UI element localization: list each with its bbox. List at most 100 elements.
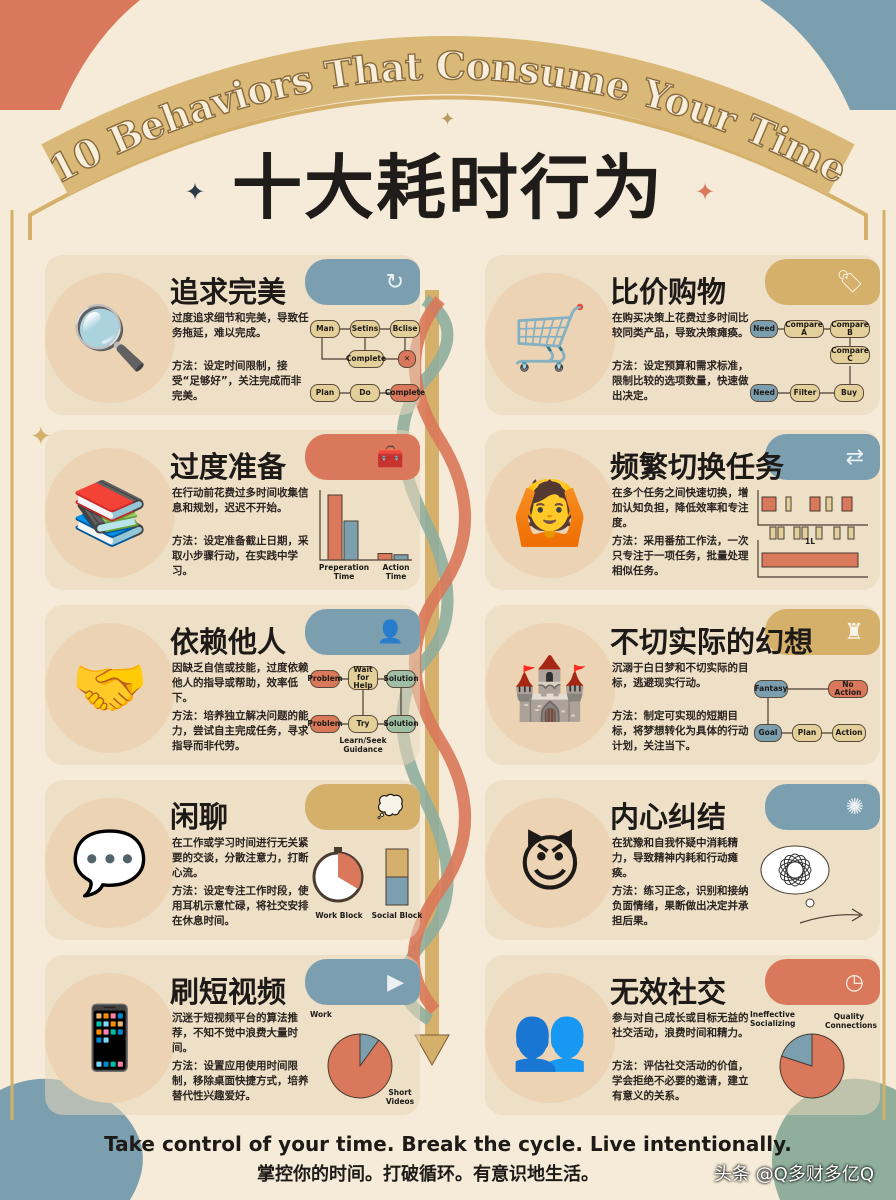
card-title: 无效社交 [610, 975, 727, 1009]
switch-icon: ⇄ [845, 444, 864, 470]
flow-node: Problem [307, 715, 343, 733]
thought-cloud [760, 845, 830, 895]
card-title: 过度准备 [170, 450, 287, 484]
diagram-connectors [778, 328, 851, 394]
behavior-card: 📚🧰过度准备在行动前花费过多时间收集信息和规划，迟迟不开始。方法：设定准备截止日… [45, 430, 420, 590]
video-play-icon: ▶ [387, 969, 404, 995]
card-title: 追求完美 [170, 275, 287, 309]
card-method: 方法：设定时间限制，接受“足够好”，关注完成而非完美。 [172, 360, 302, 402]
flow-node: Goal [754, 724, 782, 742]
mini-diagram: Ineffective Socializing Quality Connectio… [750, 1010, 877, 1107]
task-fragment [785, 496, 792, 512]
card-tab: ⇄ [765, 434, 880, 480]
footer-slogan-cn: 掌控你的时间。打破循环。有意识地生活。 [257, 1164, 599, 1185]
bar [393, 554, 409, 561]
clock-icon: ◷ [844, 969, 864, 995]
card-method: 方法：制定可实现的短期目标，将梦想转化为具体的行动计划，关注当下。 [612, 710, 749, 752]
card-description: 过度追求细节和完美，导致任务拖延，难以完成。 [172, 312, 309, 339]
flow-node: Solution [383, 715, 419, 733]
connector-arrow [340, 678, 402, 725]
flow-node: Do [350, 384, 380, 402]
chat-clock-icon: 💬 [45, 798, 175, 928]
card-tab: 🧰 [305, 434, 420, 480]
card-method: 方法：设定预算和需求标准，限制比较的选项数量，快速做出决定。 [612, 360, 749, 402]
price-tag-icon: 🏷 [836, 269, 864, 295]
forward-arrow [799, 908, 864, 924]
svg-text:✦: ✦ [185, 178, 205, 206]
card-title: 依赖他人 [170, 625, 287, 659]
card-method: 方法：设定准备截止日期，采取小步骤行动，在实践中学习。 [172, 535, 309, 577]
diagram-connectors [779, 1033, 845, 1099]
bar [327, 494, 343, 561]
card-tab: 💭 [305, 784, 420, 830]
behavior-card: 🔍↻追求完美过度追求细节和完美，导致任务拖延，难以完成。方法：设定时间限制，接受… [45, 255, 425, 415]
tangle-loop [780, 858, 810, 882]
connector-arrow [778, 328, 851, 394]
diagram-connectors [327, 1033, 393, 1099]
task-fragment [815, 526, 823, 540]
flow-node: No Action [828, 680, 868, 698]
flow-node: Need [750, 384, 778, 402]
flow-node: Plan [792, 724, 822, 742]
card-tab: ↻ [305, 259, 420, 305]
books-toolbox-icon: 📚 [45, 448, 175, 578]
mini-diagram: 1L [750, 485, 872, 582]
flow-node: Compare B [830, 320, 870, 338]
timeline-label: 1L [805, 537, 815, 546]
stopwatch-button [334, 847, 342, 852]
pie-label: Ineffective Socializing [750, 1010, 796, 1028]
behavior-card: 🏰♜不切实际的幻想沉溺于白日梦和不切实际的目标，逃避现实行动。方法：制定可实现的… [485, 605, 880, 765]
card-description: 因缺乏自信或技能，过度依赖他人的指导或帮助，效率低下。 [172, 662, 309, 704]
tangle-loop [778, 861, 812, 879]
mini-diagram [750, 835, 872, 932]
multitask-person-icon: 🙆 [485, 448, 615, 578]
task-fragment [841, 496, 853, 512]
page-title: 十大耗时行为 [232, 147, 664, 229]
card-method: 方法：培养独立解决问题的能力，尝试自主完成任务，寻求指导而非代劳。 [172, 710, 309, 752]
connector-arrow [767, 688, 832, 734]
watermark: 头条 @Q多财多亿Q [713, 1164, 874, 1185]
task-fragment [847, 526, 855, 540]
chat-bubbles-icon: 💭 [376, 794, 404, 820]
card-tab: ▶ [305, 959, 420, 1005]
behavior-card: 💬💭闲聊在工作或学习时间进行无关紧要的交谈，分散注意力，打断心流。方法：设定专注… [45, 780, 422, 940]
social-block-label: Social Block [371, 911, 423, 920]
crowd-speech-icon: 👥 [485, 973, 615, 1103]
diagram-connectors [340, 678, 402, 725]
flow-node: Man [310, 320, 340, 338]
task-fragment [777, 526, 785, 540]
card-method: 方法：采用番茄工作法，一次只专注于一项任务，批量处理相似任务。 [612, 535, 749, 577]
svg-text:✦: ✦ [440, 109, 455, 130]
svg-text:✦: ✦ [695, 178, 715, 206]
flow-node: Complete [346, 350, 386, 368]
stopwatch-fill [338, 853, 362, 889]
card-method: 方法：设置应用使用时间限制，移除桌面快捷方式，培养替代性兴趣爱好。 [172, 1060, 309, 1102]
pie-slice [327, 1033, 393, 1099]
pie-label: Quality Connections [825, 1012, 877, 1030]
axis [757, 490, 868, 578]
flow-node: Setins [350, 320, 380, 338]
behavior-card: 😈✺内心纠结在犹豫和自我怀疑中消耗精力，导致精神内耗和行动瘫痪。方法：练习正念，… [485, 780, 880, 940]
mini-diagram: Preperation Time Action Time [310, 485, 412, 582]
card-title: 闲聊 [170, 800, 229, 834]
pie-label: Short Videos [385, 1088, 415, 1106]
card-method: 方法：评估社交活动的价值，学会拒绝不必要的邀请，建立有意义的关系。 [612, 1060, 749, 1102]
flow-node: Compare C [830, 346, 870, 364]
card-tab: 🏷 [765, 259, 880, 305]
card-description: 沉迷于短视频平台的算法推荐，不知不觉中浪费大量时间。 [172, 1012, 298, 1054]
flow-node: Problem [307, 670, 343, 688]
card-tab: ♜ [765, 609, 880, 655]
focused-task-bar [761, 552, 859, 568]
card-title: 内心纠结 [610, 800, 727, 834]
flow-node: Complete [385, 384, 425, 402]
flow-node: Action [832, 724, 866, 742]
card-description: 在工作或学习时间进行无关紧要的交谈，分散注意力，打断心流。 [172, 837, 309, 879]
task-fragment [833, 526, 841, 540]
tangled-brain-icon: ✺ [845, 794, 864, 820]
axis-label: Preperation Time [318, 563, 370, 581]
axis-label: Action Time [382, 563, 410, 581]
